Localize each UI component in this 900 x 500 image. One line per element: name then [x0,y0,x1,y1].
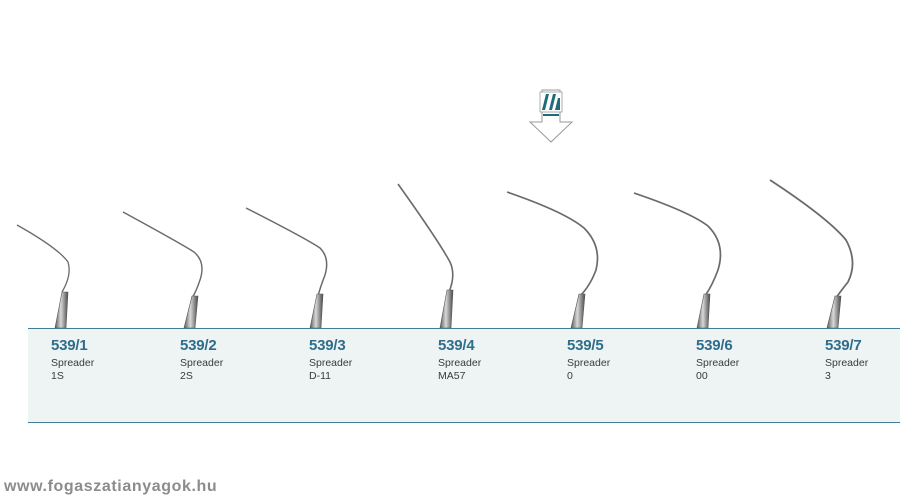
product-size: 00 [696,369,708,382]
spreader-instrument-5 [506,191,599,329]
product-code: 539/2 [180,337,217,354]
product-item: 539/7 Spreader 3 [825,337,895,383]
spreader-instrument-3 [245,207,328,329]
product-size: 3 [825,369,831,382]
product-size: 2S [180,369,193,382]
product-code: 539/5 [567,337,604,354]
product-item: 539/2 Spreader 2S [180,337,290,383]
product-item: 539/1 Spreader 1S [51,337,161,383]
product-name: Spreader [180,356,224,369]
product-code: 539/6 [696,337,733,354]
product-name: Spreader [567,356,611,369]
product-name: Spreader [309,356,353,369]
product-item: 539/3 Spreader D-11 [309,337,419,383]
spreader-instrument-1 [16,224,70,329]
product-size: D-11 [309,369,331,382]
product-label-band [28,328,900,423]
product-size: 0 [567,369,573,382]
product-name: Spreader [696,356,740,369]
product-name: Spreader [825,356,869,369]
product-name: Spreader [51,356,95,369]
spreader-instrument-2 [122,211,203,329]
product-code: 539/3 [309,337,346,354]
product-item: 539/5 Spreader 0 [567,337,677,383]
spreader-instrument-7 [769,179,854,329]
product-size: MA57 [438,369,466,382]
product-code: 539/7 [825,337,862,354]
medesy-logo-icon [528,89,574,143]
product-code: 539/1 [51,337,88,354]
spreader-instrument-6 [633,192,722,329]
instrument-illustrations [16,179,854,329]
product-size: 1S [51,369,64,382]
product-code: 539/4 [438,337,475,354]
product-name: Spreader [438,356,482,369]
product-item: 539/4 Spreader MA57 [438,337,548,383]
product-item: 539/6 Spreader 00 [696,337,806,383]
spreader-instrument-4 [397,183,454,329]
website-url: www.fogaszatianyagok.hu [4,478,218,495]
